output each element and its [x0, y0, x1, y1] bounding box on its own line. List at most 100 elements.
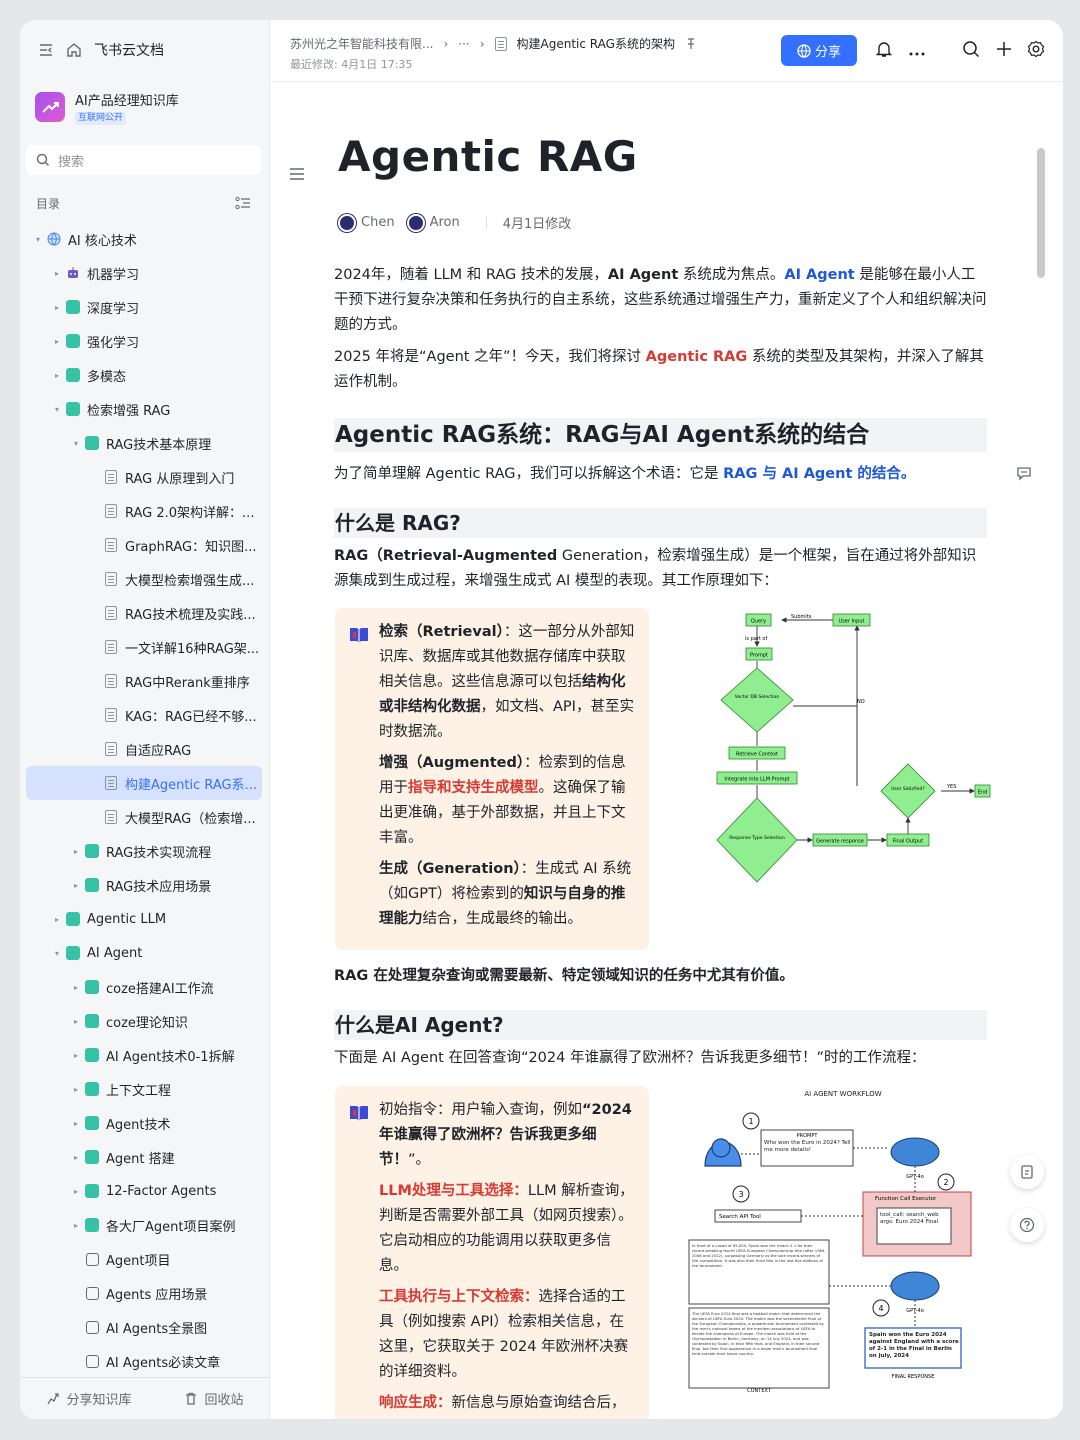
chevron-down-icon[interactable]: ▾ [73, 438, 78, 448]
knowledge-base-name[interactable]: AI产品经理知识库 [75, 94, 179, 109]
chevron-right-icon[interactable]: ▸ [73, 1152, 78, 1162]
wiki-node-icon [84, 1183, 100, 1199]
chevron-right-icon[interactable]: ▸ [73, 1186, 78, 1196]
breadcrumb-doc[interactable]: 构建Agentic RAG系统的架构 [516, 37, 675, 51]
toc-item[interactable]: 大模型检索增强生成... [26, 562, 262, 596]
book-icon [349, 1104, 369, 1131]
app-name[interactable]: 飞书云文档 [94, 43, 164, 59]
robot-icon [65, 265, 81, 281]
author-name[interactable]: Chen [361, 215, 395, 230]
step-marker: 1 [742, 1112, 760, 1130]
svg-text:User Input: User Input [839, 619, 865, 625]
recycle-bin-button[interactable]: 回收站 [184, 1389, 244, 1408]
chevron-right-icon[interactable]: ▸ [73, 1084, 78, 1094]
toc-item[interactable]: ▸强化学习 [26, 324, 262, 358]
toc-item[interactable]: AI Agents全景图 [26, 1310, 262, 1344]
wiki-node-icon [84, 1081, 100, 1097]
toc-item[interactable]: ▸AI Agent技术0-1拆解 [26, 1038, 262, 1072]
chevron-right-icon[interactable]: ▸ [73, 846, 78, 856]
toc-item[interactable]: ▸深度学习 [26, 290, 262, 324]
toc-item[interactable]: ▸Agent 搭建 [26, 1140, 262, 1174]
toc-item-label: coze搭建AI工作流 [106, 981, 214, 997]
chevron-right-icon[interactable]: ▸ [54, 302, 59, 312]
toc-item[interactable]: KAG：RAG已经不够... [26, 698, 262, 732]
toc-item[interactable]: ▾ 检索增强 RAG [26, 392, 262, 426]
scrollbar[interactable] [1037, 148, 1045, 278]
share-kb-button[interactable]: 分享知识库 [46, 1389, 132, 1408]
toc-item[interactable]: Agents 应用场景 [26, 1276, 262, 1310]
chevron-down-icon[interactable]: ▾ [35, 234, 40, 244]
outline-toggle-icon[interactable] [289, 166, 305, 185]
collapse-sidebar-icon[interactable] [38, 42, 54, 58]
toc-item[interactable]: ▸ coze搭建AI工作流 [26, 970, 262, 1004]
toc-item-label: RAG 从原理到入门 [125, 471, 235, 487]
search-icon[interactable] [962, 40, 980, 62]
comment-icon[interactable] [1016, 466, 1032, 485]
chevron-right-icon[interactable]: ▸ [73, 1118, 78, 1128]
chevron-right-icon[interactable]: ▸ [73, 1220, 78, 1230]
toc-item[interactable]: 构建Agentic RAG系... [26, 766, 262, 800]
search-placeholder: 搜索 [58, 154, 85, 170]
toc-item[interactable]: ▸coze理论知识 [26, 1004, 262, 1038]
more-icon[interactable] [908, 42, 926, 61]
toc-item[interactable]: RAG 从原理到入门 [26, 460, 262, 494]
avatar[interactable] [338, 213, 356, 232]
chevron-right-icon[interactable]: ▸ [73, 1050, 78, 1060]
pin-icon[interactable] [685, 37, 697, 50]
toc-item[interactable]: 一文详解16种RAG架... [26, 630, 262, 664]
chevron-right-icon[interactable]: ▸ [54, 914, 59, 924]
toc-item[interactable]: Agent项目 [26, 1242, 262, 1276]
toc-item[interactable]: ▸ RAG技术应用场景 [26, 868, 262, 902]
share-button[interactable]: 分享 [781, 35, 857, 66]
toc-item[interactable]: ▸Agent技术 [26, 1106, 262, 1140]
toc-item[interactable]: RAG中Rerank重排序 [26, 664, 262, 698]
chevron-down-icon[interactable]: ▾ [54, 404, 59, 414]
flow-decision: Response Type Selection [716, 797, 798, 883]
home-icon[interactable] [66, 42, 82, 58]
toc-item[interactable]: RAG技术梳理及实践... [26, 596, 262, 630]
breadcrumb-org[interactable]: 苏州光之年智能科技有限... [290, 37, 434, 51]
toc-item[interactable]: ▸Agentic LLM [26, 902, 262, 936]
toc-item[interactable]: ▸12-Factor Agents [26, 1174, 262, 1208]
toc-item[interactable]: ▸各大厂Agent项目案例 [26, 1208, 262, 1242]
doc-tools-button[interactable] [1010, 1155, 1044, 1189]
toc-options-icon[interactable] [235, 195, 251, 214]
toc-item[interactable]: ▸RAG技术实现流程 [26, 834, 262, 868]
toc-item[interactable]: ▾RAG技术基本原理 [26, 426, 262, 460]
search-input[interactable]: 搜索 [26, 145, 261, 175]
add-icon[interactable] [995, 40, 1013, 62]
breadcrumb-more[interactable]: ··· [458, 36, 470, 51]
chevron-right-icon[interactable]: ▸ [54, 336, 59, 346]
subsection-heading: 什么是 RAG? [334, 508, 987, 538]
chevron-down-icon[interactable]: ▾ [54, 948, 59, 958]
help-button[interactable] [1010, 1208, 1044, 1242]
avatar[interactable] [406, 213, 425, 232]
bell-icon[interactable] [875, 40, 893, 62]
doc-file-icon [494, 36, 507, 51]
svg-text:CONTEXT: CONTEXT [747, 1388, 772, 1394]
callout-paragraph: LLM处理与工具选择：LLM 解析查询，判断是否需要外部工具（如网页搜索）。它启… [379, 1179, 635, 1279]
toc-item[interactable]: AI Agents必读文章 [26, 1344, 262, 1378]
toc-item-label: RAG技术应用场景 [106, 879, 212, 895]
text-run: 选择合适的工具（例如搜索 API）检索相关信息，在这里，它获取关于 2024 年… [379, 1289, 629, 1380]
toc-item[interactable]: ▾AI Agent [26, 936, 262, 970]
chevron-right-icon[interactable]: ▸ [54, 268, 59, 278]
toc-item[interactable]: RAG 2.0架构详解：... [26, 494, 262, 528]
chevron-right-icon[interactable]: ▸ [73, 1016, 78, 1026]
toc-item[interactable]: GraphRAG：知识图... [26, 528, 262, 562]
toc-item[interactable]: ▾AI 核心技术 [26, 222, 262, 256]
author-name[interactable]: Aron [429, 215, 460, 230]
wiki-node-icon [65, 367, 81, 383]
text-run: LLM 解析查询，判断是否需要外部工具（如网页搜索）。它启动相应的功能调用以获取… [379, 1183, 634, 1274]
toc-item-label: 检索增强 RAG [87, 403, 171, 419]
chevron-right-icon[interactable]: ▸ [54, 370, 59, 380]
toc-item[interactable]: ▸机器学习 [26, 256, 262, 290]
chevron-right-icon[interactable]: ▸ [73, 982, 78, 992]
settings-icon[interactable] [1027, 40, 1045, 62]
toc-item[interactable]: ▸多模态 [26, 358, 262, 392]
toc-item[interactable]: ▸上下文工程 [26, 1072, 262, 1106]
toc-item[interactable]: 大模型RAG（检索增... [26, 800, 262, 834]
doc-header: 苏州光之年智能科技有限... › ··· › 构建Agentic RAG系统的架… [271, 20, 1063, 82]
toc-item[interactable]: 自适应RAG [26, 732, 262, 766]
chevron-right-icon[interactable]: ▸ [73, 880, 78, 890]
